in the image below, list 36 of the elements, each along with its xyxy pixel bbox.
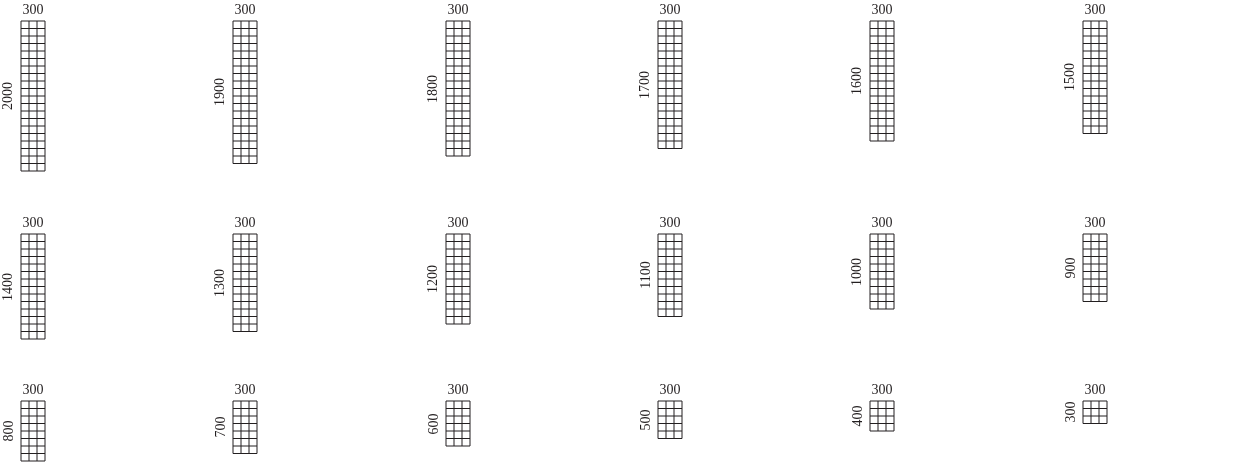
height-dimension: 600 bbox=[426, 413, 440, 434]
height-dimension: 400 bbox=[850, 405, 864, 427]
width-dimension: 300 bbox=[22, 216, 44, 230]
width-dimension: 300 bbox=[659, 216, 681, 230]
height-dimension: 300 bbox=[1063, 401, 1077, 423]
width-dimension: 300 bbox=[22, 383, 44, 397]
height-dimension: 1400 bbox=[1, 272, 15, 301]
height-dimension: 1900 bbox=[213, 78, 227, 107]
width-dimension: 300 bbox=[659, 383, 681, 397]
width-dimension: 300 bbox=[234, 383, 256, 397]
width-dimension: 300 bbox=[659, 3, 681, 17]
height-dimension: 1000 bbox=[850, 257, 864, 286]
height-dimension: 1300 bbox=[213, 268, 227, 297]
width-dimension: 300 bbox=[871, 383, 893, 397]
height-dimension: 1200 bbox=[426, 265, 440, 293]
width-dimension: 300 bbox=[871, 3, 893, 17]
height-dimension: 1100 bbox=[638, 261, 653, 289]
height-dimension: 700 bbox=[213, 416, 227, 438]
height-dimension: 1800 bbox=[426, 74, 440, 103]
width-dimension: 300 bbox=[234, 3, 256, 17]
width-dimension: 300 bbox=[447, 216, 469, 230]
height-dimension: 800 bbox=[1, 420, 15, 442]
height-dimension: 900 bbox=[1063, 257, 1077, 279]
height-dimension: 1600 bbox=[850, 67, 864, 95]
width-dimension: 300 bbox=[447, 3, 469, 17]
width-dimension: 300 bbox=[1084, 3, 1106, 17]
height-dimension: 1700 bbox=[638, 70, 652, 99]
height-dimension: 500 bbox=[638, 409, 652, 431]
width-dimension: 300 bbox=[871, 216, 893, 230]
height-dimension: 2000 bbox=[1, 82, 15, 110]
width-dimension: 300 bbox=[22, 3, 44, 17]
width-dimension: 300 bbox=[447, 383, 469, 397]
width-dimension: 300 bbox=[1084, 383, 1106, 397]
width-dimension: 300 bbox=[234, 216, 256, 230]
width-dimension: 300 bbox=[1084, 216, 1106, 230]
height-dimension: 1500 bbox=[1063, 63, 1077, 92]
